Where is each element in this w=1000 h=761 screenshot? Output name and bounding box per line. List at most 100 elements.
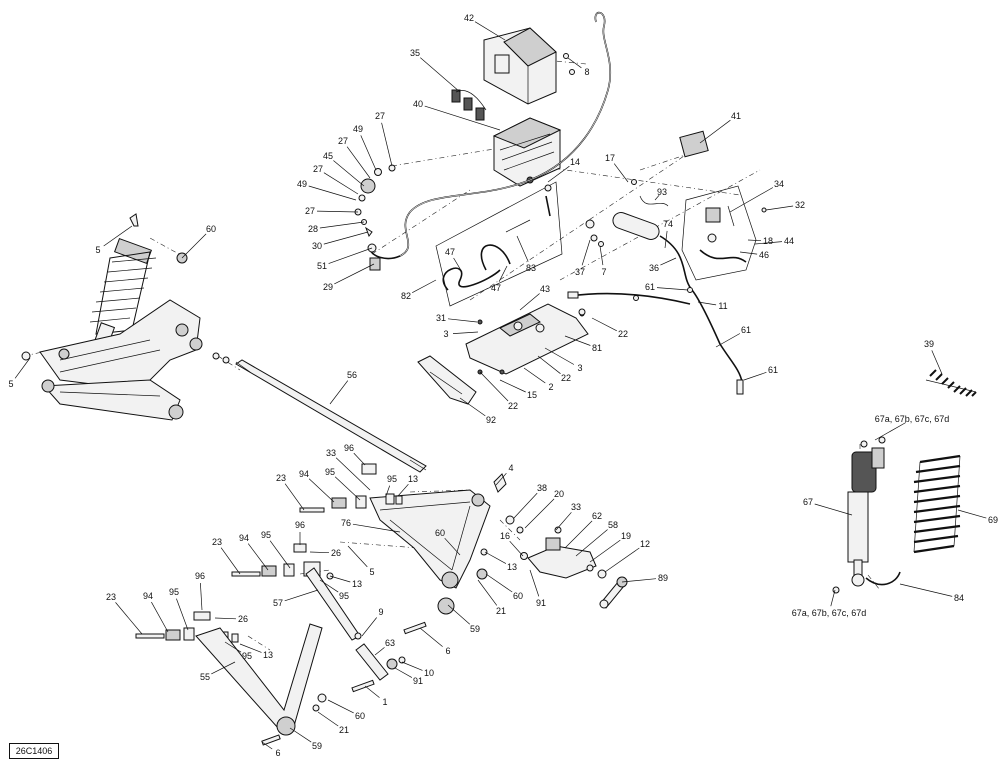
callout-label: 5 xyxy=(8,379,13,389)
callout-label: 61 xyxy=(645,282,655,292)
callout-leader-line xyxy=(537,355,561,374)
callout-leader-line xyxy=(214,617,237,620)
callout-c69: 69 xyxy=(957,509,998,525)
callout-c10: 10 xyxy=(401,661,434,678)
callout-leader-line xyxy=(360,135,377,171)
fuel-canister xyxy=(567,212,744,395)
callout-leader-line xyxy=(220,547,241,575)
callout-label: 14 xyxy=(570,157,580,167)
knuckle-bracket xyxy=(476,526,628,609)
callout-leader-line xyxy=(444,537,461,556)
callout-leader-line xyxy=(581,239,591,266)
callout-label: 21 xyxy=(496,606,506,616)
callout-c55: 55 xyxy=(200,661,236,682)
callout-label: 59 xyxy=(312,741,322,751)
callout-leader-line xyxy=(308,478,335,503)
callout-leader-line xyxy=(419,627,443,647)
callout-label: 60 xyxy=(206,224,216,234)
callout-c43: 43 xyxy=(519,284,550,311)
callout-leader-line xyxy=(401,661,423,671)
callout-leader-line xyxy=(14,357,31,379)
callout-c27d: 27 xyxy=(305,206,359,216)
callout-leader-line xyxy=(103,225,133,247)
callout-leader-line xyxy=(477,579,498,606)
callout-c93: 93 xyxy=(654,187,667,201)
callout-leader-line xyxy=(352,523,401,533)
callout-c51: 51 xyxy=(317,247,373,271)
callout-leader-line xyxy=(176,598,189,631)
callout-leader-line xyxy=(181,233,207,259)
callout-leader-line xyxy=(474,21,506,41)
callout-label: 82 xyxy=(401,291,411,301)
bushing-set-upper xyxy=(299,463,403,513)
callout-label: 15 xyxy=(527,390,537,400)
callout-c22a: 22 xyxy=(591,317,628,339)
callout-c45: 45 xyxy=(323,151,365,187)
callout-leader-line xyxy=(151,601,169,633)
callout-label: 46 xyxy=(759,250,769,260)
callout-c23c: 23 xyxy=(106,592,143,635)
small-clips xyxy=(578,219,604,316)
callout-c33b: 33 xyxy=(555,502,581,531)
callout-label: 95 xyxy=(261,530,271,540)
callout-label: 89 xyxy=(658,573,668,583)
callout-label: 22 xyxy=(618,329,628,339)
callout-label: 22 xyxy=(508,401,518,411)
callout-c35: 35 xyxy=(410,48,461,93)
callout-label: 36 xyxy=(649,263,659,273)
callout-c18: 18 xyxy=(747,236,773,246)
callout-leader-line xyxy=(346,146,371,179)
mounting-plate xyxy=(465,303,589,375)
callout-leader-line xyxy=(544,347,575,365)
callout-leader-line xyxy=(621,578,657,583)
callout-leader-line xyxy=(564,520,593,549)
callout-leader-line xyxy=(447,318,478,323)
callout-leader-line xyxy=(743,371,767,381)
callout-label: 92 xyxy=(486,415,496,425)
callout-label: 59 xyxy=(470,624,480,634)
callout-leader-line xyxy=(333,160,365,187)
callout-c60b: 60 xyxy=(435,528,461,556)
callout-label: 26 xyxy=(238,614,248,624)
callout-c21a: 21 xyxy=(477,579,506,616)
callout-c29: 29 xyxy=(323,263,375,292)
callout-label: 94 xyxy=(239,533,249,543)
callout-label: 62 xyxy=(592,511,602,521)
callout-label: 49 xyxy=(353,124,363,134)
callout-label: 9 xyxy=(378,607,383,617)
callout-leader-line xyxy=(374,647,385,656)
callout-label: 34 xyxy=(774,179,784,189)
callout-leader-line xyxy=(754,241,783,245)
callout-label: 5 xyxy=(95,245,100,255)
callout-c13d: 13 xyxy=(239,643,273,660)
callout-label: 31 xyxy=(436,313,446,323)
callout-label: 42 xyxy=(464,13,474,23)
callout-leader-line xyxy=(664,230,668,249)
callout-label: 19 xyxy=(621,531,631,541)
callout-label: 3 xyxy=(443,329,448,339)
callout-c95f: 95 xyxy=(224,641,252,661)
callout-c96b: 96 xyxy=(295,520,305,545)
callout-label: 67a, 67b, 67c, 67d xyxy=(875,414,950,424)
callout-c47b: 47 xyxy=(491,265,508,293)
callout-leader-line xyxy=(381,122,393,167)
connector-clips xyxy=(451,89,487,121)
callout-leader-line xyxy=(715,333,741,348)
callout-label: 61 xyxy=(741,325,751,335)
callout-label: 7 xyxy=(601,267,606,277)
callout-c92: 92 xyxy=(459,397,496,425)
callout-label: 17 xyxy=(605,153,615,163)
callout-label: 58 xyxy=(608,520,618,530)
fastener-stack xyxy=(354,164,396,271)
callout-leader-line xyxy=(529,569,540,597)
callout-c60d: 60 xyxy=(327,699,365,721)
callout-leader-line xyxy=(654,194,660,201)
callout-label: 8 xyxy=(584,67,589,77)
callout-c49b: 49 xyxy=(297,179,357,201)
callout-label: 67a, 67b, 67c, 67d xyxy=(792,608,867,618)
callout-leader-line xyxy=(115,602,143,635)
callout-c27a: 27 xyxy=(375,111,393,167)
callout-leader-line xyxy=(484,551,507,564)
callout-c19: 19 xyxy=(589,531,631,563)
